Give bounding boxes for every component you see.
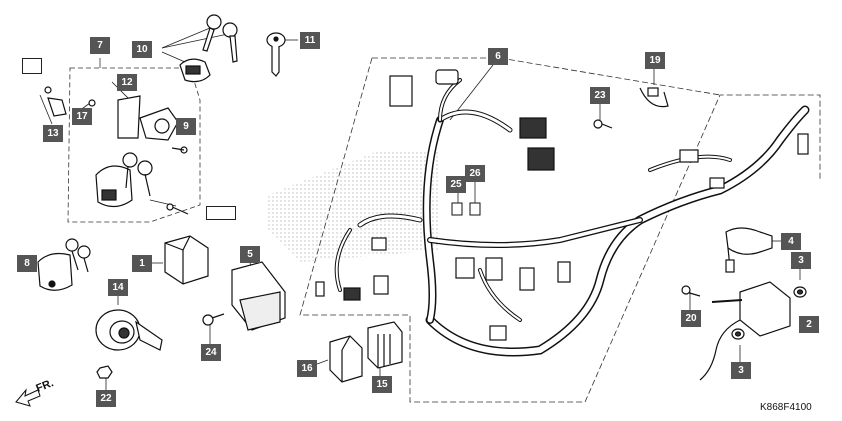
callout-10: 10 bbox=[132, 41, 152, 58]
callout-2: 2 bbox=[799, 316, 819, 333]
callout-20: 20 bbox=[681, 310, 701, 327]
callout-8: 8 bbox=[17, 255, 37, 272]
callout-15: 15 bbox=[372, 376, 392, 393]
key-set-frame bbox=[67, 67, 201, 223]
blank-label-box-lower bbox=[206, 206, 236, 220]
callout-19: 19 bbox=[645, 52, 665, 69]
callout-17: 17 bbox=[72, 108, 92, 125]
fuses-drawing bbox=[451, 202, 481, 216]
wire-harness-drawing bbox=[334, 78, 810, 357]
callout-5: 5 bbox=[240, 246, 260, 263]
ignition-coil-drawing bbox=[681, 281, 791, 381]
callout-1: 1 bbox=[132, 255, 152, 272]
front-direction-arrow bbox=[15, 388, 41, 407]
figure-code: K868F4100 bbox=[760, 402, 812, 413]
callout-25: 25 bbox=[446, 176, 466, 193]
callout-14: 14 bbox=[108, 279, 128, 296]
callout-11: 11 bbox=[300, 32, 320, 49]
callout-24: 24 bbox=[201, 344, 221, 361]
bolt-23-drawing bbox=[593, 119, 613, 129]
bolt-24-drawing bbox=[202, 313, 225, 326]
relay-box-drawing bbox=[164, 235, 209, 285]
callout-9: 9 bbox=[176, 118, 196, 135]
nut-22-drawing bbox=[96, 365, 113, 379]
key-pair-drawing bbox=[179, 14, 238, 83]
harness-connectors bbox=[315, 69, 809, 341]
callout-4: 4 bbox=[781, 233, 801, 250]
seat-lock-drawing bbox=[44, 86, 188, 154]
callout-7: 7 bbox=[90, 37, 110, 54]
shaded-region bbox=[268, 150, 440, 262]
band-19-drawing bbox=[639, 87, 669, 108]
callout-16: 16 bbox=[297, 360, 317, 377]
key-blank-drawing bbox=[266, 32, 286, 77]
relay-15-drawing bbox=[367, 321, 403, 369]
spark-plug-cap-drawing bbox=[725, 227, 773, 273]
callout-22: 22 bbox=[96, 390, 116, 407]
callout-23: 23 bbox=[590, 87, 610, 104]
callout-12: 12 bbox=[117, 74, 137, 91]
horn-drawing bbox=[95, 309, 163, 351]
blank-label-box-top-left bbox=[22, 58, 42, 74]
nut-3-drawing bbox=[731, 286, 807, 340]
callout-6: 6 bbox=[488, 48, 508, 65]
callout-3-upper: 3 bbox=[791, 252, 811, 269]
harness-frame bbox=[299, 57, 821, 403]
steering-lock-drawing bbox=[37, 238, 91, 291]
relay-16-drawing bbox=[329, 335, 363, 383]
callout-13: 13 bbox=[43, 125, 63, 142]
ignition-switch-drawing bbox=[95, 152, 189, 215]
callout-3-lower: 3 bbox=[731, 362, 751, 379]
callout-26: 26 bbox=[465, 165, 485, 182]
ecu-bracket-drawing bbox=[231, 261, 286, 331]
